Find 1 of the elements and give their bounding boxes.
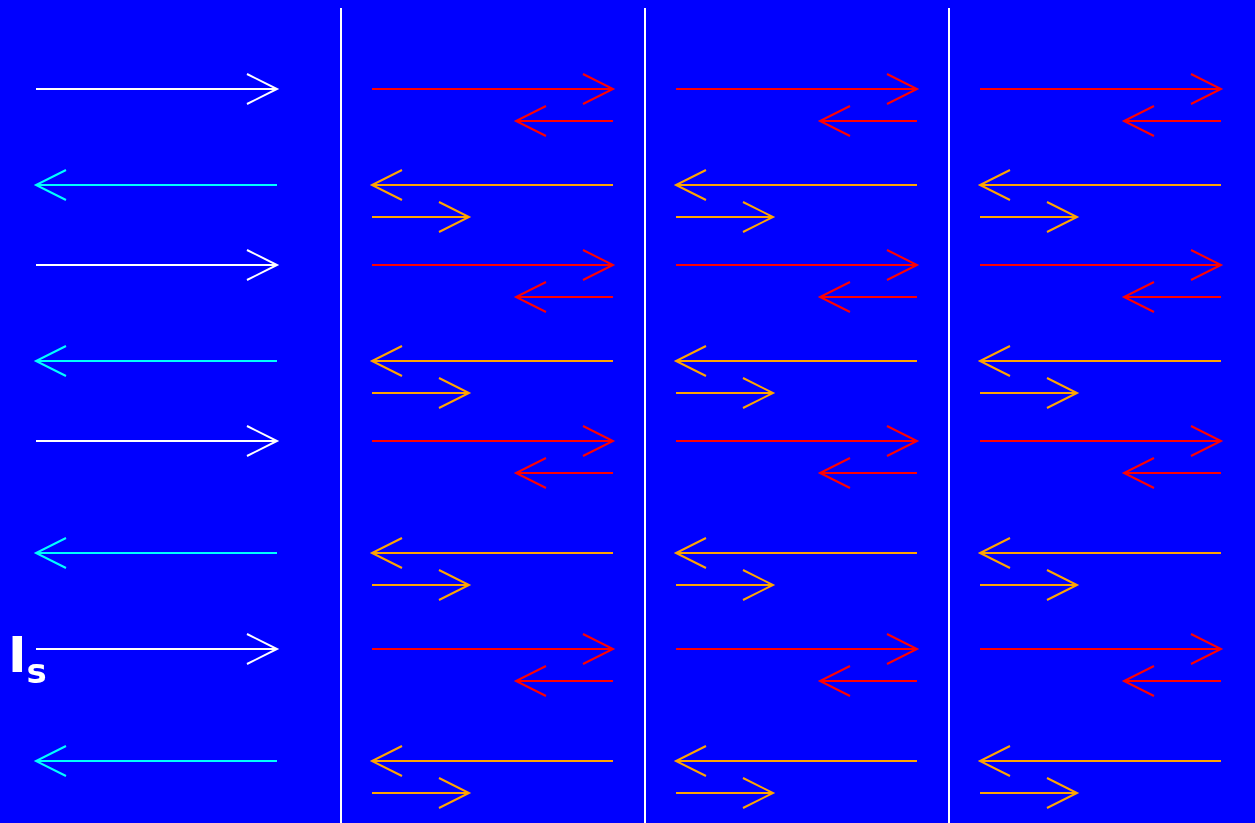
current-label: I$_{s}$	[8, 630, 47, 688]
